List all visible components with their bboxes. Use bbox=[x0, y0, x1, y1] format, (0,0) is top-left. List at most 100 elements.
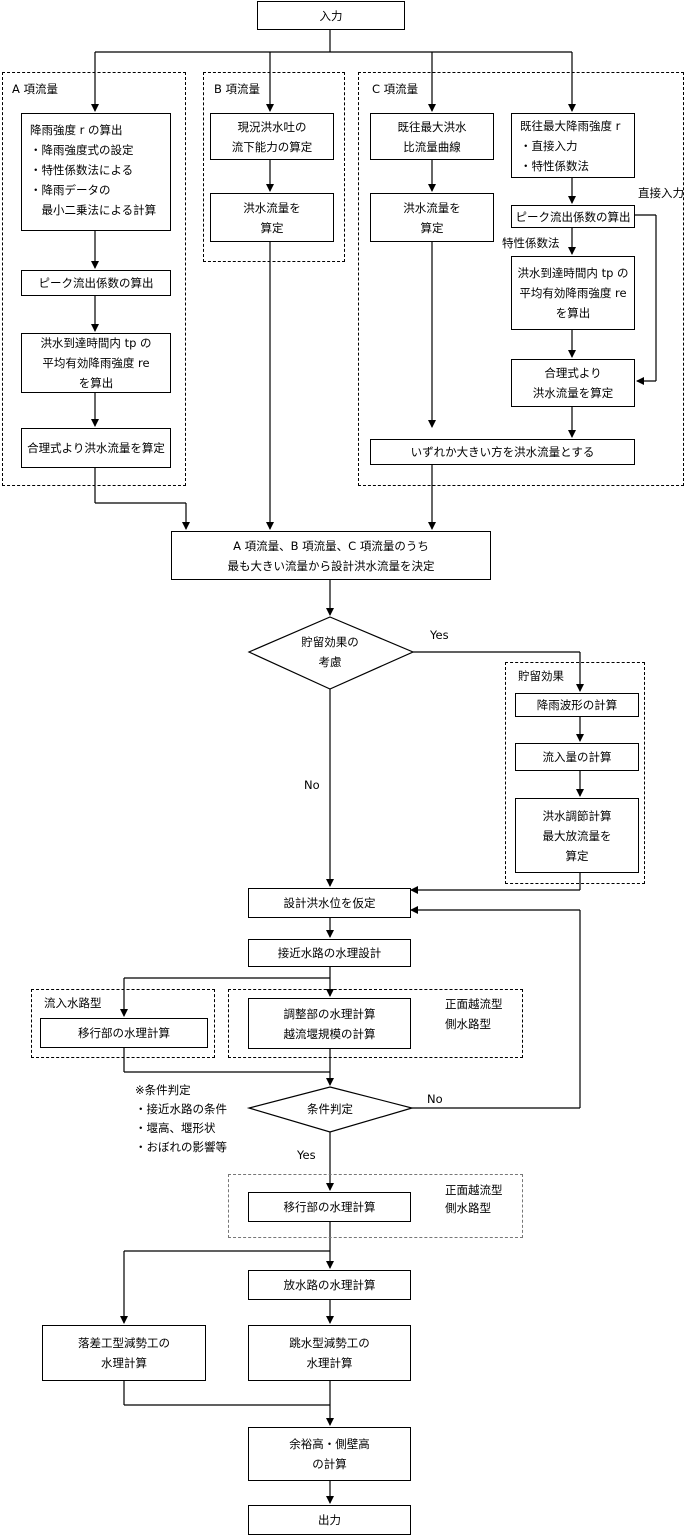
transition1-label: 移行部の水理計算 bbox=[78, 1026, 170, 1040]
c-rational-formula-box: 合理式より 洪水流量を算定 bbox=[511, 359, 635, 407]
c-choose-larger-box: いずれか大きい方を洪水流量とする bbox=[370, 439, 635, 465]
c-curve-line-1: 既往最大洪水 bbox=[397, 119, 467, 134]
group-front-overflow-1-label-2: 側水路型 bbox=[445, 1017, 491, 1031]
s-regulate-line-2: 最大放流量を bbox=[542, 828, 612, 843]
discharge-label: 放水路の水理計算 bbox=[283, 1278, 376, 1292]
decide-line-2: 最も大きい流量から設計洪水流量を決定 bbox=[227, 558, 435, 573]
s-inflow-label: 流入量の計算 bbox=[542, 750, 612, 764]
input-box: 入力 bbox=[257, 1, 405, 30]
c-max-rainfall-box: 既往最大降雨強度 r ・直接入力 ・特性係数法 bbox=[511, 113, 635, 178]
c-peak-label: ピーク流出係数の算出 bbox=[515, 209, 631, 224]
group-front-overflow-2-label-2: 側水路型 bbox=[445, 1201, 491, 1215]
storage-decision-diamond bbox=[247, 616, 415, 690]
edge-label-direct-input: 直接入力 bbox=[638, 186, 684, 200]
c-flood-line-3: を算出 bbox=[555, 306, 591, 320]
edge-label-yes-2: Yes bbox=[297, 1148, 316, 1162]
group-front-overflow-1 bbox=[228, 989, 523, 1058]
edge-label-yes-1: Yes bbox=[430, 628, 449, 642]
freeboard-box: 余裕高・側壁高 の計算 bbox=[248, 1427, 411, 1481]
control-line-2: 越流堰規模の計算 bbox=[283, 1026, 376, 1041]
group-inflow-type bbox=[31, 989, 215, 1058]
a-rain-line-4: ・降雨データの bbox=[30, 183, 111, 197]
condition-note: ※条件判定 ・接近水路の条件 ・堰高、堰形状 ・おぼれの影響等 bbox=[135, 1081, 227, 1157]
hydraulic-jump-dissipator-box: 跳水型減勢工の 水理計算 bbox=[248, 1325, 411, 1381]
note-line-3: ・堰高、堰形状 bbox=[135, 1121, 216, 1135]
note-line-2: ・接近水路の条件 bbox=[135, 1102, 227, 1116]
storage-inflow-box: 流入量の計算 bbox=[515, 743, 639, 771]
c-rational-line-2: 洪水流量を算定 bbox=[532, 386, 614, 400]
group-front-overflow-1-label-1: 正面越流型 bbox=[445, 997, 503, 1011]
note-line-1: ※条件判定 bbox=[135, 1083, 191, 1097]
edge-label-no-2: No bbox=[427, 1092, 443, 1106]
a-rain-line-2: ・降雨強度式の設定 bbox=[30, 143, 134, 157]
c-flood-flow-box: 洪水流量を 算定 bbox=[370, 193, 494, 242]
c-flood-line-1: 洪水到達時間内 tp の bbox=[517, 266, 629, 280]
a-flood-line-2: 平均有効降雨強度 re bbox=[42, 356, 150, 370]
b-capacity-box: 現況洪水吐の 流下能力の算定 bbox=[210, 113, 334, 160]
a-effective-rainfall-box: 洪水到達時間内 tp の 平均有効降雨強度 re を算出 bbox=[21, 333, 171, 393]
a-rain-line-5: 最小二乗法による計算 bbox=[30, 203, 157, 217]
edge-label-no-1: No bbox=[304, 778, 320, 792]
a-rational-formula-box: 合理式より洪水流量を算定 bbox=[21, 428, 171, 468]
approach-label: 接近水路の水理設計 bbox=[277, 946, 382, 960]
a-peak-label: ピーク流出係数の算出 bbox=[38, 276, 154, 290]
condition-decision-diamond bbox=[246, 1086, 415, 1133]
s-regulate-line-1: 洪水調節計算 bbox=[542, 808, 612, 823]
c-choose-label: いずれか大きい方を洪水流量とする bbox=[410, 445, 595, 459]
c-flow-line-2: 算定 bbox=[420, 220, 444, 235]
assume-label: 設計洪水位を仮定 bbox=[283, 896, 376, 910]
c-flood-line-2: 平均有効降雨強度 re bbox=[519, 286, 627, 300]
transition-calc-box-2: 移行部の水理計算 bbox=[248, 1192, 411, 1222]
drop-line-2: 水理計算 bbox=[101, 1356, 147, 1370]
c-specific-discharge-box: 既往最大洪水 比流量曲線 bbox=[370, 113, 494, 160]
transition-calc-box-1: 移行部の水理計算 bbox=[40, 1018, 208, 1048]
storage-rain-wave-box: 降雨波形の計算 bbox=[515, 693, 639, 717]
transition2-label: 移行部の水理計算 bbox=[283, 1200, 376, 1214]
control-section-box: 調整部の水理計算 越流堰規模の計算 bbox=[248, 998, 411, 1049]
drop-line-1: 落差工型減勢工の bbox=[78, 1336, 170, 1350]
freeboard-line-1: 余裕高・側壁高 bbox=[289, 1437, 370, 1451]
s-regulate-line-3: 算定 bbox=[565, 848, 589, 863]
drop-type-dissipator-box: 落差工型減勢工の 水理計算 bbox=[42, 1325, 206, 1381]
storage-q-line-1: 貯留効果の bbox=[301, 635, 359, 649]
c-rain-line-2: ・直接入力 bbox=[520, 139, 578, 153]
c-rational-line-1: 合理式より bbox=[544, 366, 602, 380]
c-effective-rainfall-box: 洪水到達時間内 tp の 平均有効降雨強度 re を算出 bbox=[511, 256, 635, 330]
a-rain-line-3: ・特性係数法による bbox=[30, 163, 134, 177]
group-storage-label: 貯留効果 bbox=[518, 669, 564, 683]
b-capacity-line-1: 現況洪水吐の bbox=[237, 119, 307, 134]
group-b bbox=[203, 72, 345, 262]
group-b-label: B 項流量 bbox=[214, 82, 261, 96]
group-storage bbox=[505, 662, 645, 884]
jump-line-1: 跳水型減勢工の bbox=[289, 1336, 370, 1350]
condition-decision-label: 条件判定 bbox=[307, 1102, 353, 1116]
assume-flood-level-box: 設計洪水位を仮定 bbox=[248, 888, 411, 918]
a-flood-line-3: を算出 bbox=[78, 376, 114, 390]
output-label: 出力 bbox=[318, 1513, 341, 1527]
b-flow-line-2: 算定 bbox=[260, 220, 284, 235]
design-flood-decision-box: A 項流量、B 項流量、C 項流量のうち 最も大きい流量から設計洪水流量を決定 bbox=[171, 531, 491, 580]
a-flood-line-1: 洪水到達時間内 tp の bbox=[40, 336, 152, 350]
s-wave-label: 降雨波形の計算 bbox=[536, 698, 618, 712]
control-line-1: 調整部の水理計算 bbox=[283, 1006, 376, 1021]
a-peak-runoff-box: ピーク流出係数の算出 bbox=[21, 270, 171, 296]
group-c-label: C 項流量 bbox=[372, 82, 419, 96]
note-line-4: ・おぼれの影響等 bbox=[135, 1140, 227, 1154]
b-capacity-line-2: 流下能力の算定 bbox=[231, 139, 313, 154]
freeboard-line-2: の計算 bbox=[312, 1457, 347, 1471]
jump-line-2: 水理計算 bbox=[306, 1356, 353, 1370]
group-a-label: A 項流量 bbox=[12, 82, 59, 96]
c-flow-line-1: 洪水流量を bbox=[403, 200, 461, 215]
storage-q-line-2: 考慮 bbox=[318, 655, 342, 669]
group-front-overflow-2 bbox=[228, 1174, 523, 1238]
discharge-channel-box: 放水路の水理計算 bbox=[248, 1270, 411, 1300]
edge-label-characteristic-coef: 特性係数法 bbox=[502, 236, 560, 250]
group-a bbox=[2, 72, 186, 486]
c-peak-runoff-box: ピーク流出係数の算出 bbox=[511, 205, 635, 228]
a-rain-line-1: 降雨強度 r の算出 bbox=[30, 123, 123, 137]
approach-channel-box: 接近水路の水理設計 bbox=[248, 939, 411, 967]
a-rainfall-intensity-box: 降雨強度 r の算出 ・降雨強度式の設定 ・特性係数法による ・降雨データの 最… bbox=[21, 113, 171, 231]
output-box: 出力 bbox=[248, 1505, 411, 1535]
b-flood-flow-box: 洪水流量を 算定 bbox=[210, 193, 334, 242]
